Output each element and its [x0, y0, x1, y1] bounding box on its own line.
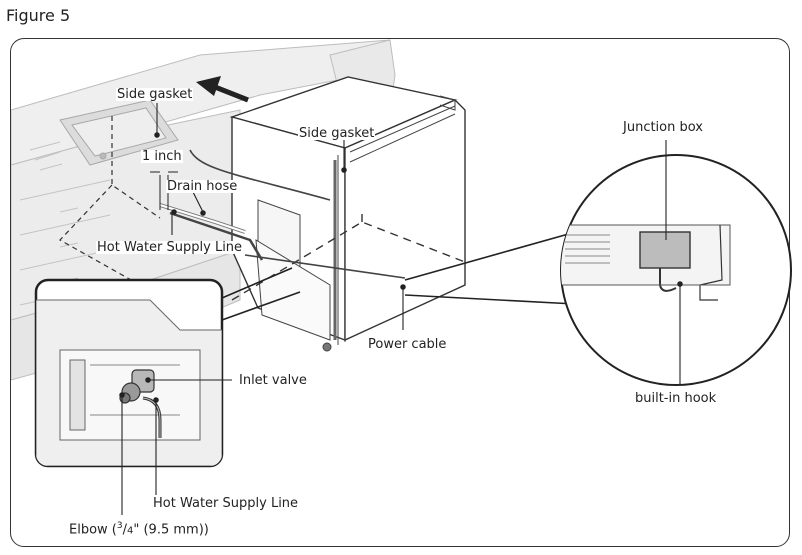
figure-title: Figure 5	[6, 6, 71, 25]
cabinet-opening	[59, 116, 161, 286]
elbow-denominator: 4	[127, 525, 134, 537]
sink	[59, 99, 179, 166]
dishwasher-details	[255, 95, 456, 352]
label-hot-water-supply-line-top: Hot Water Supply Line	[96, 240, 244, 255]
label-inlet-valve: Inlet valve	[238, 373, 308, 388]
elbow-numerator: 3	[116, 521, 123, 531]
label-junction-box: Junction box	[622, 120, 704, 135]
hoses-and-cables	[159, 149, 406, 279]
junction-box	[639, 231, 691, 269]
elbow-suffix: " (9.5 mm))	[133, 522, 209, 538]
inlet-valve-shape	[119, 369, 162, 438]
inlet-valve-inset	[34, 278, 224, 468]
label-hot-water-supply-line-bottom: Hot Water Supply Line	[152, 496, 300, 511]
label-side-gasket-right: Side gasket	[298, 126, 376, 141]
label-side-gasket-left: Side gasket	[116, 87, 194, 102]
zoom-lines	[404, 232, 576, 305]
label-elbow: Elbow (3/4" (9.5 mm))	[68, 521, 210, 538]
leader-lines	[119, 103, 683, 515]
label-built-in-hook: built-in hook	[634, 391, 718, 406]
inset-zoom-lines	[221, 267, 301, 321]
label-drain-hose: Drain hose	[166, 179, 239, 194]
label-one-inch: 1 inch	[141, 149, 183, 164]
floor-outline	[231, 210, 466, 301]
label-power-cable: Power cable	[367, 337, 448, 352]
push-direction-arrow	[196, 76, 249, 103]
junction-box-detail	[560, 154, 792, 386]
elbow-prefix: Elbow (	[69, 522, 117, 538]
